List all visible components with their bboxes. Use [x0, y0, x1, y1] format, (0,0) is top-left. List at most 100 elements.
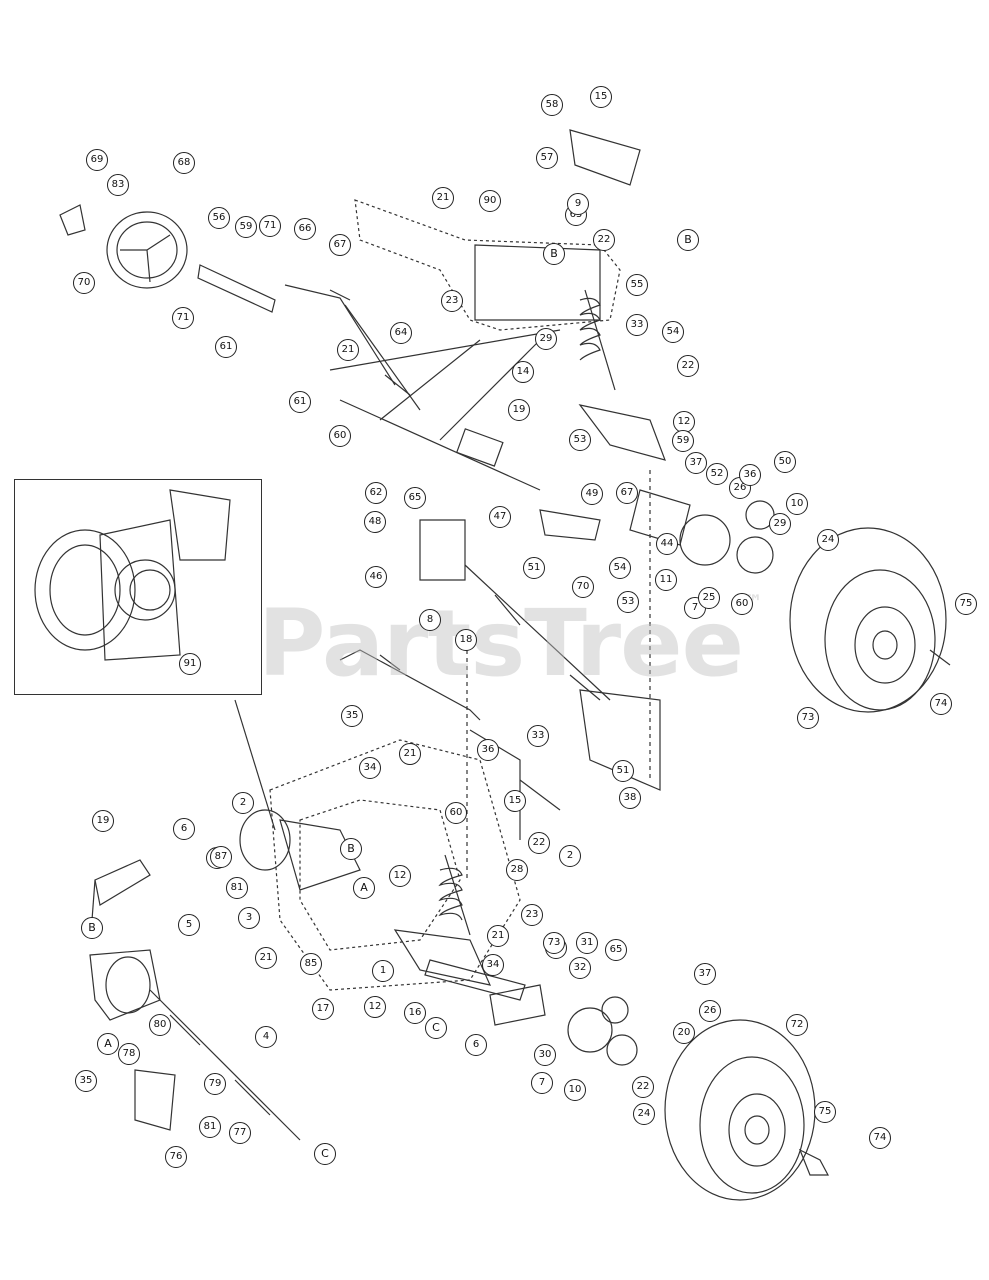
- inset-frame: [14, 479, 262, 695]
- part-callout-68: 68: [173, 152, 195, 174]
- reference-letter-b: B: [677, 229, 699, 251]
- part-callout-15: 15: [504, 790, 526, 812]
- part-callout-65: 65: [404, 487, 426, 509]
- part-callout-71: 71: [259, 215, 281, 237]
- part-callout-55: 55: [626, 274, 648, 296]
- part-callout-37: 37: [685, 452, 707, 474]
- part-callout-19: 19: [92, 810, 114, 832]
- part-callout-21: 21: [399, 743, 421, 765]
- part-callout-21: 21: [255, 947, 277, 969]
- reference-letter-b: B: [81, 917, 103, 939]
- upper-hub-drawing: [539, 489, 775, 574]
- part-callout-47: 47: [489, 506, 511, 528]
- part-callout-87: 87: [210, 846, 232, 868]
- part-callout-33: 33: [527, 725, 549, 747]
- steering-rack-drawing: [329, 329, 561, 491]
- part-callout-61: 61: [289, 391, 311, 413]
- part-callout-7: 7: [531, 1072, 553, 1094]
- part-callout-83: 83: [107, 174, 129, 196]
- part-callout-35: 35: [341, 705, 363, 727]
- part-callout-73: 73: [543, 932, 565, 954]
- part-callout-48: 48: [364, 511, 386, 533]
- part-callout-75: 75: [814, 1101, 836, 1123]
- part-callout-21: 21: [487, 925, 509, 947]
- reference-letter-c: C: [314, 1143, 336, 1165]
- part-callout-22: 22: [677, 355, 699, 377]
- part-callout-79: 79: [204, 1073, 226, 1095]
- part-callout-10: 10: [786, 493, 808, 515]
- part-callout-52: 52: [706, 463, 728, 485]
- part-callout-32: 32: [569, 957, 591, 979]
- inset-leader-line: [234, 699, 276, 831]
- part-callout-15: 15: [590, 86, 612, 108]
- part-callout-24: 24: [817, 529, 839, 551]
- part-callout-6: 6: [173, 818, 195, 840]
- part-callout-23: 23: [441, 290, 463, 312]
- part-callout-8: 8: [419, 609, 441, 631]
- lower-tire-drawing: [664, 1019, 829, 1201]
- part-callout-57: 57: [536, 147, 558, 169]
- lower-drive-shaft-drawing: [134, 989, 301, 1141]
- part-callout-64: 64: [390, 322, 412, 344]
- part-callout-74: 74: [930, 693, 952, 715]
- reference-letter-a: A: [353, 877, 375, 899]
- upper-shock-drawing: [578, 289, 666, 461]
- part-callout-6: 6: [465, 1034, 487, 1056]
- part-callout-65: 65: [605, 939, 627, 961]
- part-callout-33: 33: [626, 314, 648, 336]
- reference-letter-b: B: [340, 838, 362, 860]
- part-callout-31: 31: [576, 932, 598, 954]
- part-callout-25: 25: [698, 587, 720, 609]
- part-callout-22: 22: [632, 1076, 654, 1098]
- reference-letter-c: C: [425, 1017, 447, 1039]
- part-callout-34: 34: [482, 954, 504, 976]
- part-callout-19: 19: [508, 399, 530, 421]
- part-callout-54: 54: [609, 557, 631, 579]
- reference-letter-b: B: [543, 243, 565, 265]
- steering-wheel-drawing: [59, 204, 188, 289]
- part-callout-50: 50: [774, 451, 796, 473]
- part-callout-81: 81: [226, 877, 248, 899]
- part-callout-29: 29: [535, 328, 557, 350]
- part-callout-14: 14: [512, 361, 534, 383]
- part-callout-73: 73: [797, 707, 819, 729]
- part-callout-81: 81: [199, 1116, 221, 1138]
- part-callout-5: 5: [178, 914, 200, 936]
- drive-shaft-drawing: [419, 519, 661, 791]
- lower-shock-drawing: [393, 854, 526, 1001]
- part-callout-70: 70: [73, 272, 95, 294]
- reference-letter-a: A: [97, 1033, 119, 1055]
- part-callout-4: 4: [255, 1026, 277, 1048]
- part-callout-75: 75: [955, 593, 977, 615]
- part-callout-10: 10: [564, 1079, 586, 1101]
- part-callout-78: 78: [118, 1043, 140, 1065]
- part-callout-46: 46: [365, 566, 387, 588]
- part-callout-60: 60: [329, 425, 351, 447]
- part-callout-60: 60: [731, 593, 753, 615]
- part-callout-1: 1: [372, 960, 394, 982]
- part-callout-12: 12: [364, 996, 386, 1018]
- part-callout-53: 53: [569, 429, 591, 451]
- part-callout-18: 18: [455, 629, 477, 651]
- part-callout-24: 24: [633, 1103, 655, 1125]
- part-callout-54: 54: [662, 321, 684, 343]
- part-callout-35: 35: [75, 1070, 97, 1092]
- part-callout-22: 22: [528, 832, 550, 854]
- upper-tire-drawing: [789, 527, 951, 713]
- part-callout-76: 76: [165, 1146, 187, 1168]
- part-callout-90: 90: [479, 190, 501, 212]
- part-callout-72: 72: [786, 1014, 808, 1036]
- part-callout-36: 36: [739, 464, 761, 486]
- part-callout-59: 59: [235, 216, 257, 238]
- part-callout-11: 11: [655, 569, 677, 591]
- part-callout-60: 60: [445, 802, 467, 824]
- part-callout-2: 2: [232, 792, 254, 814]
- part-callout-51: 51: [612, 760, 634, 782]
- part-callout-28: 28: [506, 859, 528, 881]
- part-callout-74: 74: [869, 1127, 891, 1149]
- part-callout-70: 70: [572, 576, 594, 598]
- differential-drawing: [89, 809, 361, 1021]
- part-callout-67: 67: [616, 482, 638, 504]
